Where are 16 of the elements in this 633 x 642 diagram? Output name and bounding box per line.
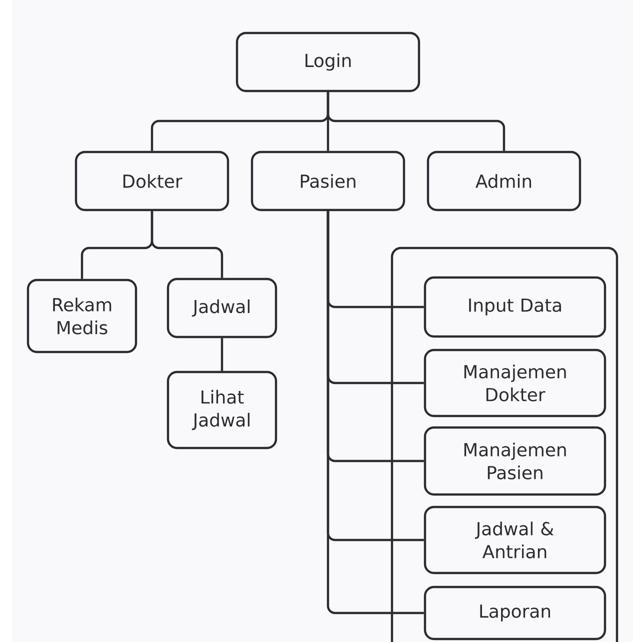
process-box: Rekam Medis [26, 278, 138, 354]
process-box: Manajemen Dokter [424, 348, 606, 418]
connector-line [150, 211, 224, 278]
connector-line [326, 92, 506, 151]
process-box: Lihat Jadwal [166, 370, 278, 450]
process-box: Dokter [74, 150, 230, 212]
connector-line [220, 338, 224, 371]
process-box: Input Data [424, 276, 606, 338]
process-box: Login [236, 32, 420, 92]
process-box: Jadwal & Antrian [424, 506, 606, 574]
process-box: Jadwal [166, 278, 278, 338]
process-box: Laporan [424, 586, 606, 640]
process-box: Pasien [250, 150, 406, 212]
connector-line [326, 211, 424, 614]
process-box: Manajemen Pasien [424, 426, 606, 496]
process-box: Admin [426, 150, 582, 212]
